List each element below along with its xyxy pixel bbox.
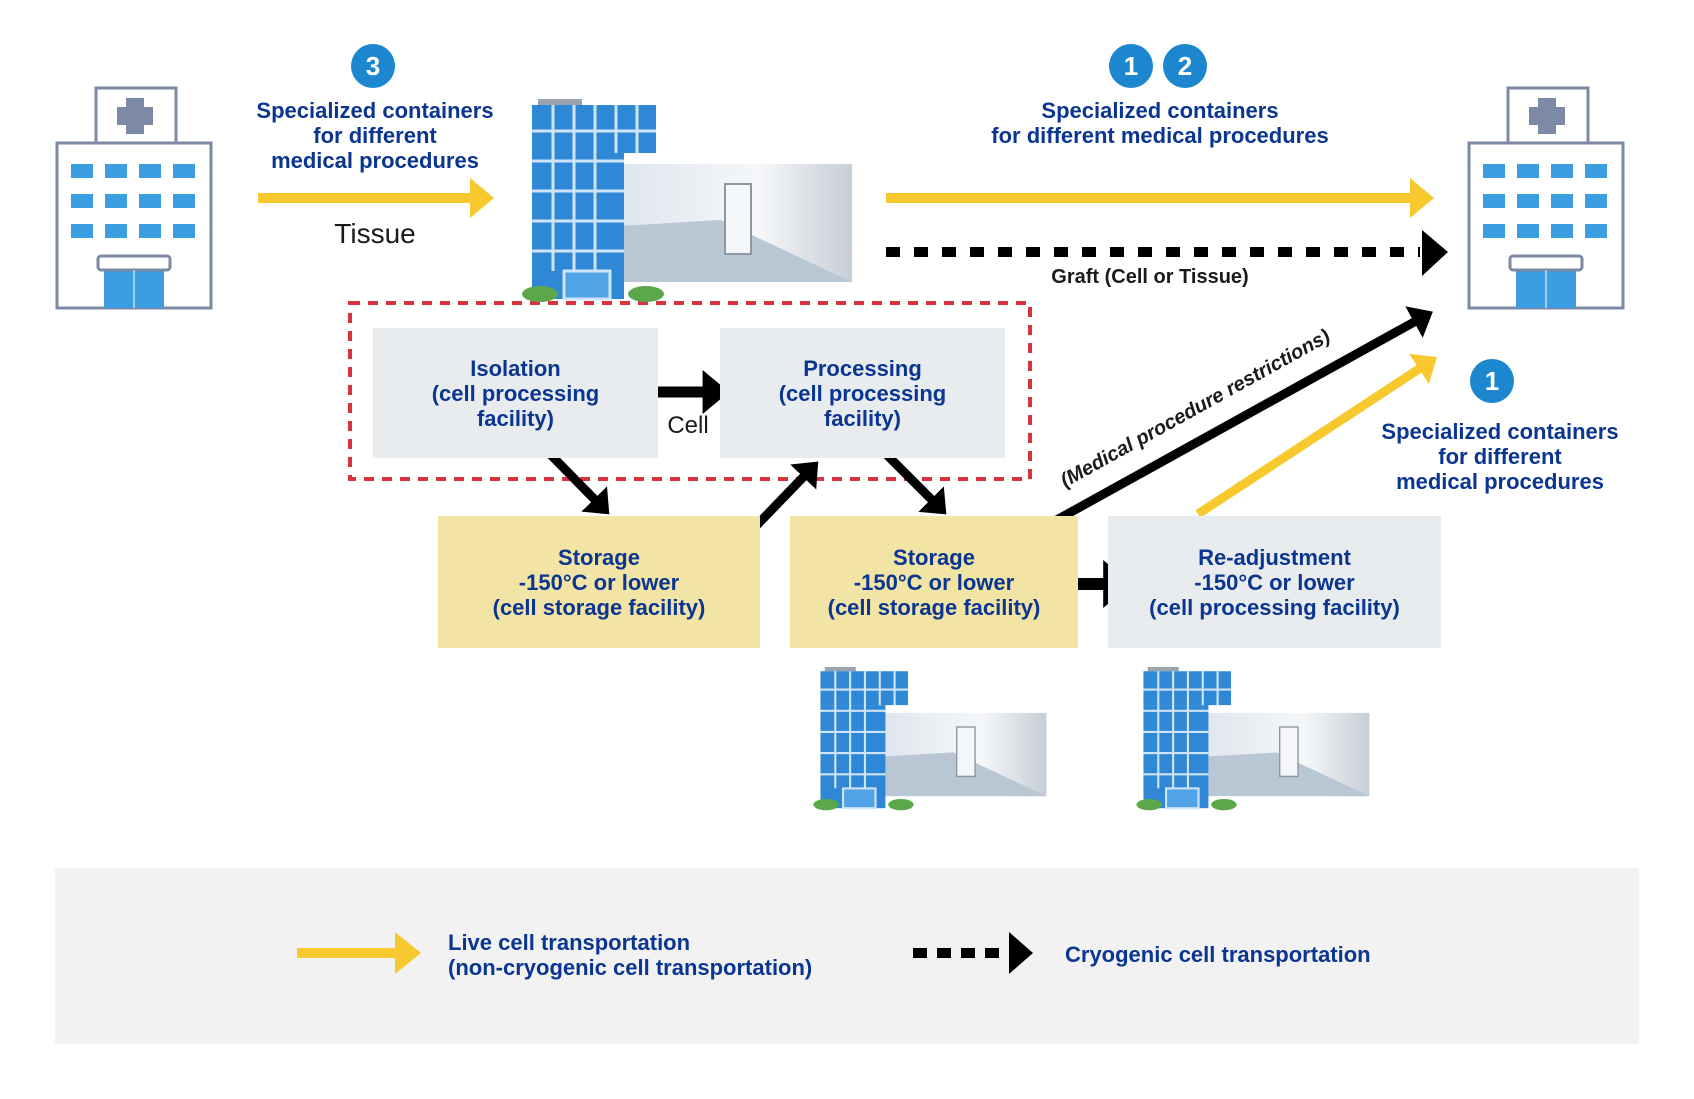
graft-label: Graft (Cell or Tissue) (1051, 266, 1249, 288)
readjustment-box: Re-adjustment -150°C or lower (cell proc… (1108, 516, 1441, 648)
cell-label: Cell (667, 412, 709, 439)
storage2-box: Storage -150°C or lower (cell storage fa… (790, 516, 1078, 648)
tissue-label: Tissue (334, 218, 416, 249)
storage2-title: Storage (893, 544, 975, 570)
isolation-line3: facility) (476, 405, 554, 431)
badge-step-2: 2 (1163, 44, 1207, 88)
isolation-title: Isolation (470, 355, 561, 381)
storage1-box: Storage -150°C or lower (cell storage fa… (438, 516, 760, 648)
right-containers-line1: Specialized containers (1381, 419, 1619, 444)
storage2-line3: (cell storage facility) (827, 594, 1041, 620)
isolation-line2: (cell processing (431, 380, 600, 406)
processing-line3: facility) (823, 405, 901, 431)
facility-storage-icon (813, 667, 1047, 811)
legend-live-line2: (non-cryogenic cell transportation) (448, 955, 813, 980)
storage2-line2: -150°C or lower (853, 569, 1015, 595)
processing-title: Processing (803, 355, 922, 381)
left-containers-line3: medical procedures (271, 148, 479, 173)
legend-live-label: Live cell transportation (non-cryogenic … (448, 930, 812, 980)
arrow-cryo-graft-head (1422, 230, 1448, 276)
arrow-storage2-to-hospital (1041, 306, 1433, 531)
processing-line2: (cell processing (778, 380, 947, 406)
storage1-line3: (cell storage facility) (492, 594, 706, 620)
badge-step-1: 1 (1109, 44, 1153, 88)
top-containers-line1: Specialized containers (1041, 98, 1279, 123)
left-containers-line2: for different (313, 123, 437, 148)
badge-step-1-right: 1 (1470, 359, 1514, 403)
hospital-right-icon (1467, 86, 1625, 310)
top-containers-line2: for different medical procedures (991, 123, 1329, 148)
readjustment-line3: (cell processing facility) (1149, 594, 1400, 620)
legend-cryo-arrow-icon (913, 932, 1033, 974)
arrow-processing-to-storage2 (880, 448, 947, 515)
left-containers-line1: Specialized containers (256, 98, 494, 123)
storage1-title: Storage (558, 544, 640, 570)
left-containers-label: Specialized containers for different med… (230, 98, 520, 173)
top-containers-label: Specialized containers for different med… (940, 98, 1380, 148)
facility-readjustment-icon (1136, 667, 1370, 811)
right-containers-label: Specialized containers for different med… (1350, 419, 1650, 494)
readjustment-line2: -150°C or lower (1194, 569, 1355, 595)
facility-boundary (348, 301, 1032, 481)
right-containers-line2: for different (1438, 444, 1562, 469)
legend-cryo-label: Cryogenic cell transportation (1065, 942, 1371, 967)
arrow-storage1-to-processing (753, 461, 819, 529)
readjustment-title: Re-adjustment (1198, 544, 1351, 570)
arrow-isolation-to-storage1 (544, 448, 610, 515)
isolation-box: Isolation (cell processing facility) (373, 328, 658, 458)
legend-live-arrow-icon (297, 932, 421, 974)
facility-main-icon (522, 99, 852, 302)
legend-live-line1: Live cell transportation (448, 930, 691, 955)
storage1-line2: -150°C or lower (518, 569, 680, 595)
legend-panel: Live cell transportation (non-cryogenic … (55, 868, 1639, 1044)
hospital-left-icon (55, 86, 213, 310)
arrow-readjustment-to-hospital (1195, 353, 1438, 518)
right-containers-line3: medical procedures (1396, 469, 1604, 494)
badge-step-3: 3 (351, 44, 395, 88)
processing-box: Processing (cell processing facility) (720, 328, 1005, 458)
